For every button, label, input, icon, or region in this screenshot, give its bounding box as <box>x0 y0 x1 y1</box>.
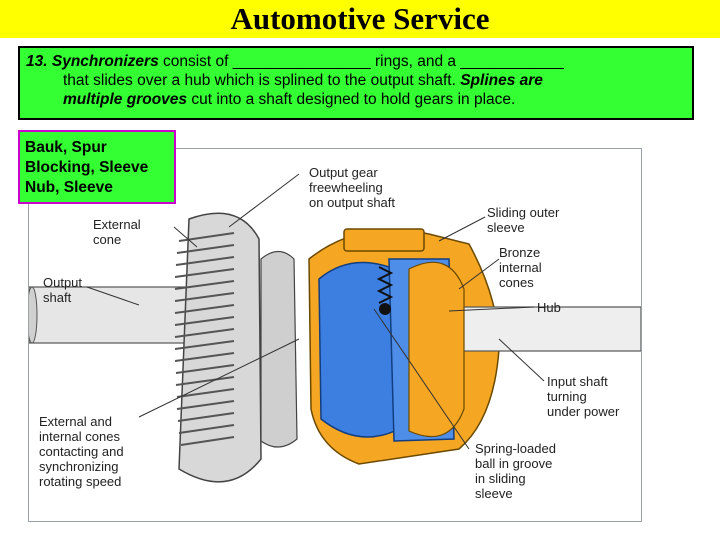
label-spring-ball-line: ball in groove <box>475 456 553 471</box>
answer-2: Blocking, Sleeve <box>25 159 149 176</box>
spring-shape <box>376 266 394 304</box>
sleeve-top-shape <box>343 228 425 252</box>
question-term-synchronizers: Synchronizers <box>51 53 159 70</box>
label-external-cone-line: cone <box>93 232 122 247</box>
question-text-1: consist of ________________ rings, and a… <box>158 53 564 70</box>
synchronizer-diagram: Output gear freewheeling on output shaft… <box>28 148 642 522</box>
output-gear-shape <box>174 212 262 483</box>
label-input-shaft-line: Input shaft <box>547 374 608 389</box>
leader-lines <box>86 173 545 450</box>
label-output-shaft-line: Output <box>43 275 83 290</box>
label-output-shaft-line: shaft <box>43 290 72 305</box>
label-hub: Hub <box>537 300 561 315</box>
page-title: Automotive Service <box>230 1 490 36</box>
label-cones-contact-line: contacting and <box>39 444 124 459</box>
label-spring-ball-line: in sliding <box>475 471 526 486</box>
label-cones-contact-line: rotating speed <box>39 474 122 489</box>
label-cones-contact-line: External and <box>39 414 112 429</box>
bronze-internal-cone-shape <box>318 261 400 438</box>
ball-shape <box>379 303 391 315</box>
label-bronze-cones-line: internal <box>499 260 542 275</box>
question-term-splines: Splines are <box>460 72 543 89</box>
answer-3: Nub, Sleeve <box>25 179 113 196</box>
label-spring-ball-line: sleeve <box>475 486 513 501</box>
label-input-shaft-line: under power <box>547 404 620 419</box>
label-output-gear: Output gear freewheeling on output shaft <box>309 165 395 210</box>
shaft-end-shape <box>29 286 38 344</box>
question-text-2: that slides over a hub which is splined … <box>63 72 461 89</box>
label-output-gear-line: Output gear <box>309 165 378 180</box>
question-term-grooves: multiple grooves <box>63 91 188 108</box>
label-output-gear-line: freewheeling <box>309 180 383 195</box>
label-bronze-cones-line: cones <box>499 275 534 290</box>
label-bronze-cones: Bronze internal cones <box>499 245 542 290</box>
label-sliding-sleeve-line: Sliding outer <box>487 205 560 220</box>
label-cones-contact: External and internal cones contacting a… <box>39 414 124 489</box>
label-bronze-cones-line: Bronze <box>499 245 541 260</box>
label-sliding-sleeve-line: sleeve <box>487 220 525 235</box>
synchronizer-illustration <box>29 173 641 483</box>
question-number: 13. <box>26 53 48 70</box>
label-spring-ball-line: Spring-loaded <box>475 441 556 456</box>
label-spring-ball: Spring-loaded ball in groove in sliding … <box>475 441 556 501</box>
label-cones-contact-line: internal cones <box>39 429 120 444</box>
question-text-3: cut into a shaft designed to hold gears … <box>187 91 516 108</box>
gear-ring-shape <box>408 261 465 438</box>
label-sliding-sleeve: Sliding outer sleeve <box>487 205 559 235</box>
label-external-cone-line: External <box>93 217 141 232</box>
answer-1: Bauk, Spur <box>25 139 107 156</box>
question-line-3: multiple grooves cut into a shaft design… <box>26 90 686 109</box>
label-hub-line: Hub <box>537 300 561 315</box>
label-external-cone: External cone <box>93 217 141 247</box>
label-input-shaft: Input shaft turning under power <box>547 374 619 419</box>
question-line-2: that slides over a hub which is splined … <box>26 71 686 90</box>
label-output-gear-line: on output shaft <box>309 195 396 210</box>
label-cones-contact-line: synchronizing <box>39 459 119 474</box>
label-input-shaft-line: turning <box>547 389 587 404</box>
title-bar: Automotive Service <box>0 0 720 38</box>
label-output-shaft: Output shaft <box>43 275 82 305</box>
question-line-1: 13. Synchronizers consist of ___________… <box>26 52 686 71</box>
answer-box: Bauk, Spur Blocking, Sleeve Nub, Sleeve <box>18 130 176 204</box>
question-box: 13. Synchronizers consist of ___________… <box>18 46 694 120</box>
